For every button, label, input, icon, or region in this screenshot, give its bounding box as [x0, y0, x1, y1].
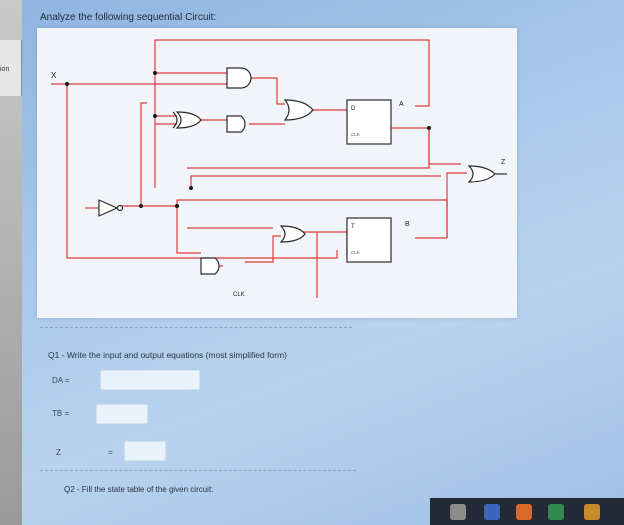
z-label: Z	[56, 448, 61, 457]
tb-label: TB =	[52, 409, 70, 418]
da-label: DA =	[52, 376, 70, 385]
circuit-svg: X D A CLK T B CLK Z CLK	[51, 39, 507, 298]
ff-b	[346, 217, 392, 263]
gates	[98, 67, 496, 275]
z-input[interactable]	[124, 441, 166, 461]
circuit-diagram: X D A CLK T B CLK Z CLK	[37, 28, 517, 318]
ff-a-q-label: A	[399, 101, 404, 108]
app-icon-1[interactable]	[450, 504, 466, 520]
ff-a-d-label: D	[351, 106, 356, 112]
junctions	[65, 71, 431, 208]
ff-a	[346, 99, 392, 145]
q1-prompt: Q1 - Write the input and output equation…	[48, 350, 287, 360]
clock-label: CLK	[233, 292, 245, 298]
divider-top	[40, 327, 352, 328]
ff-b-t-label: T	[351, 224, 355, 230]
input-x-label: X	[51, 71, 57, 80]
ff-b-q-label: B	[405, 221, 410, 228]
sidebar-tab[interactable]	[0, 40, 22, 96]
divider-bottom	[40, 470, 356, 471]
tb-input[interactable]	[96, 404, 148, 424]
da-input[interactable]	[100, 370, 200, 390]
app-icon-3[interactable]	[516, 504, 532, 520]
ff-a-clk-label: CLK	[351, 132, 360, 137]
q2-prompt: Q2 - Fill the state table of the given c…	[64, 485, 214, 494]
z-equals: =	[108, 448, 113, 457]
page-title: Analyze the following sequential Circuit…	[40, 12, 217, 23]
ff-b-clk-label: CLK	[351, 250, 360, 255]
left-sidebar	[0, 0, 22, 525]
sidebar-tab-label: ion	[0, 66, 10, 73]
app-icon-4[interactable]	[548, 504, 564, 520]
output-z-label: Z	[501, 159, 506, 166]
wires	[51, 39, 467, 298]
app-icon-5[interactable]	[584, 504, 600, 520]
app-icon-2[interactable]	[484, 504, 500, 520]
